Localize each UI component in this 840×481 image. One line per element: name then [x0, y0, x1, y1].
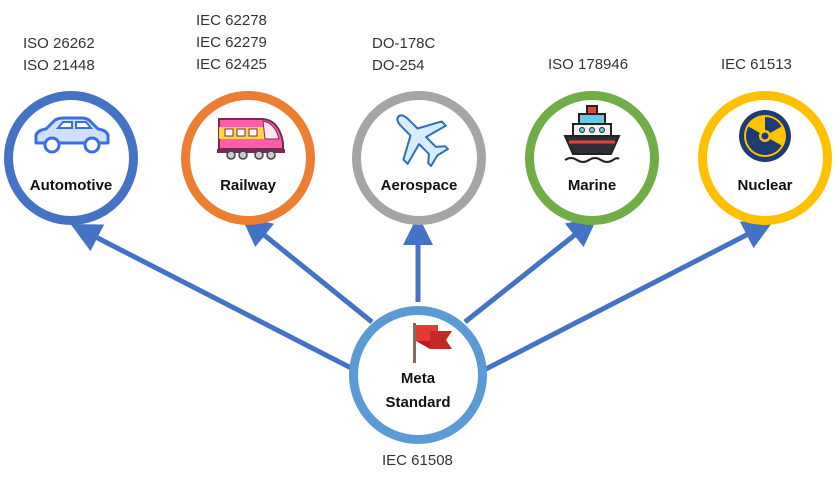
- automotive-standards: ISO 26262 ISO 21448: [23, 33, 95, 77]
- standard-label: DO-254: [372, 57, 425, 74]
- nuclear-standards: IEC 61513: [721, 54, 792, 76]
- railway-standards: IEC 62278 IEC 62279 IEC 62425: [196, 10, 267, 76]
- flag-icon: [413, 323, 452, 363]
- ship-icon: [563, 105, 621, 163]
- car-icon: [34, 116, 110, 154]
- airplane-icon: [396, 114, 449, 167]
- standard-label: IEC 62425: [196, 56, 267, 73]
- arrow-to-marine: [463, 216, 598, 324]
- railway-node: Railway: [181, 91, 315, 225]
- radiation-icon: [739, 110, 791, 162]
- standard-label: IEC 61513: [721, 56, 792, 73]
- arrow-to-nuclear: [482, 221, 774, 373]
- standard-label: IEC 62279: [196, 34, 267, 51]
- arrow-to-automotive: [70, 224, 357, 373]
- marine-standards: ISO 178946: [548, 54, 628, 76]
- train-icon: [217, 118, 285, 160]
- node-title: Railway: [220, 177, 276, 194]
- standard-label: DO-178C: [372, 35, 436, 52]
- node-title: Aerospace: [380, 177, 458, 194]
- aerospace-node: Aerospace: [352, 91, 486, 225]
- meta-title-line1: Meta: [400, 370, 436, 387]
- standard-label: ISO 21448: [23, 57, 95, 74]
- meta-standard-label: IEC 61508: [382, 452, 453, 469]
- nuclear-node: Nuclear: [698, 91, 832, 225]
- aerospace-standards: DO-178C DO-254: [372, 33, 435, 77]
- node-title: Marine: [567, 177, 617, 194]
- standard-label: ISO 178946: [548, 56, 629, 73]
- standard-label: IEC 62278: [196, 12, 267, 29]
- node-title: Automotive: [29, 177, 113, 194]
- standard-label: ISO 26262: [23, 35, 95, 52]
- node-title: Nuclear: [737, 177, 793, 194]
- meta-standard-node: Meta Standard: [349, 306, 487, 444]
- arrow-to-railway: [241, 216, 374, 324]
- marine-node: Marine: [525, 91, 659, 225]
- meta-title-line2: Standard: [385, 394, 451, 411]
- automotive-node: Automotive: [4, 91, 138, 225]
